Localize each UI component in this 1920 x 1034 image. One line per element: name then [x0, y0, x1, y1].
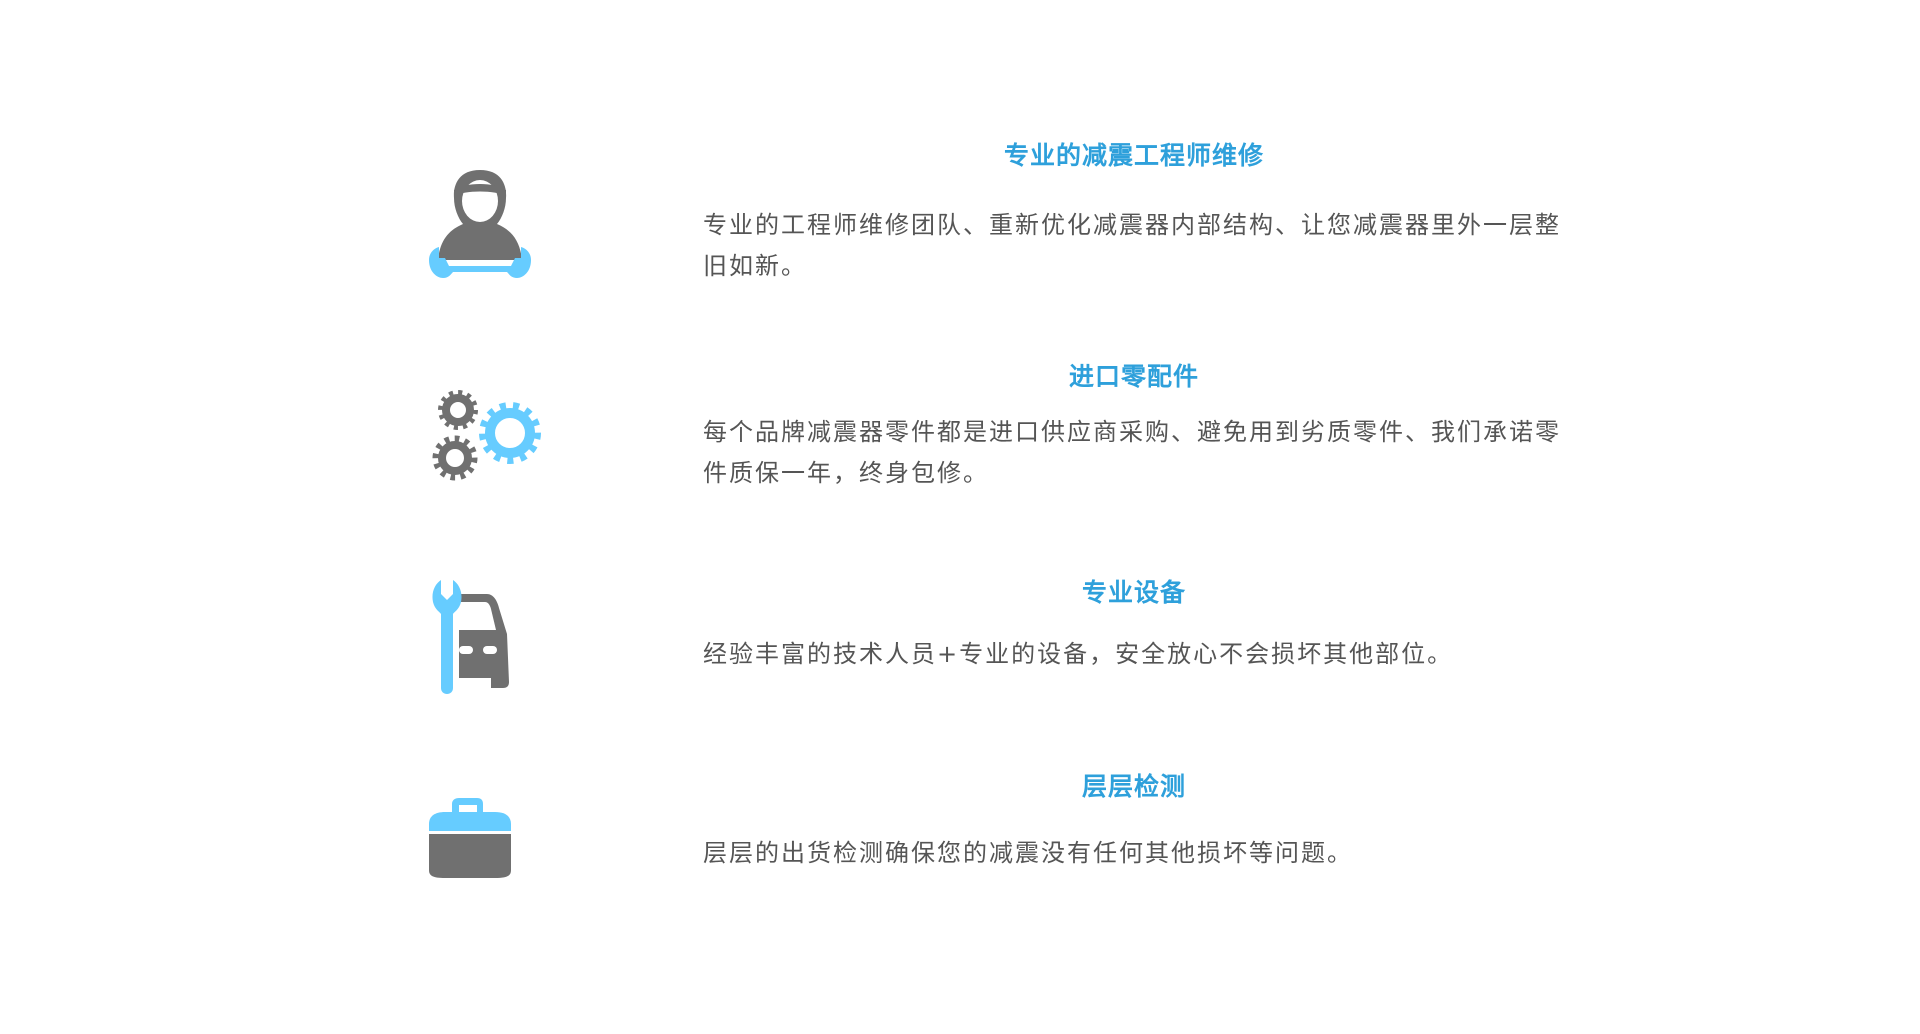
- engineer-wrench-icon: [429, 170, 531, 278]
- feature-title: 专业设备: [1081, 578, 1186, 607]
- feature-description: 每个品牌减震器零件都是进口供应商采购、避免用到劣质零件、我们承诺零件质保一年，终…: [703, 418, 1561, 487]
- gears-icon: [432, 390, 541, 481]
- car-wrench-icon: [432, 580, 509, 694]
- feature-title: 进口零配件: [1068, 362, 1199, 391]
- feature-description: 层层的出货检测确保您的减震没有任何其他损坏等问题。: [703, 839, 1353, 867]
- feature-description: 专业的工程师维修团队、重新优化减震器内部结构、让您减震器里外一层整旧如新。: [703, 211, 1561, 280]
- toolbox-icon: [429, 798, 511, 878]
- feature-title: 专业的减震工程师维修: [1003, 141, 1264, 170]
- feature-title: 层层检测: [1081, 772, 1186, 801]
- feature-description: 经验丰富的技术人员+专业的设备，安全放心不会损坏其他部位。: [703, 640, 1454, 668]
